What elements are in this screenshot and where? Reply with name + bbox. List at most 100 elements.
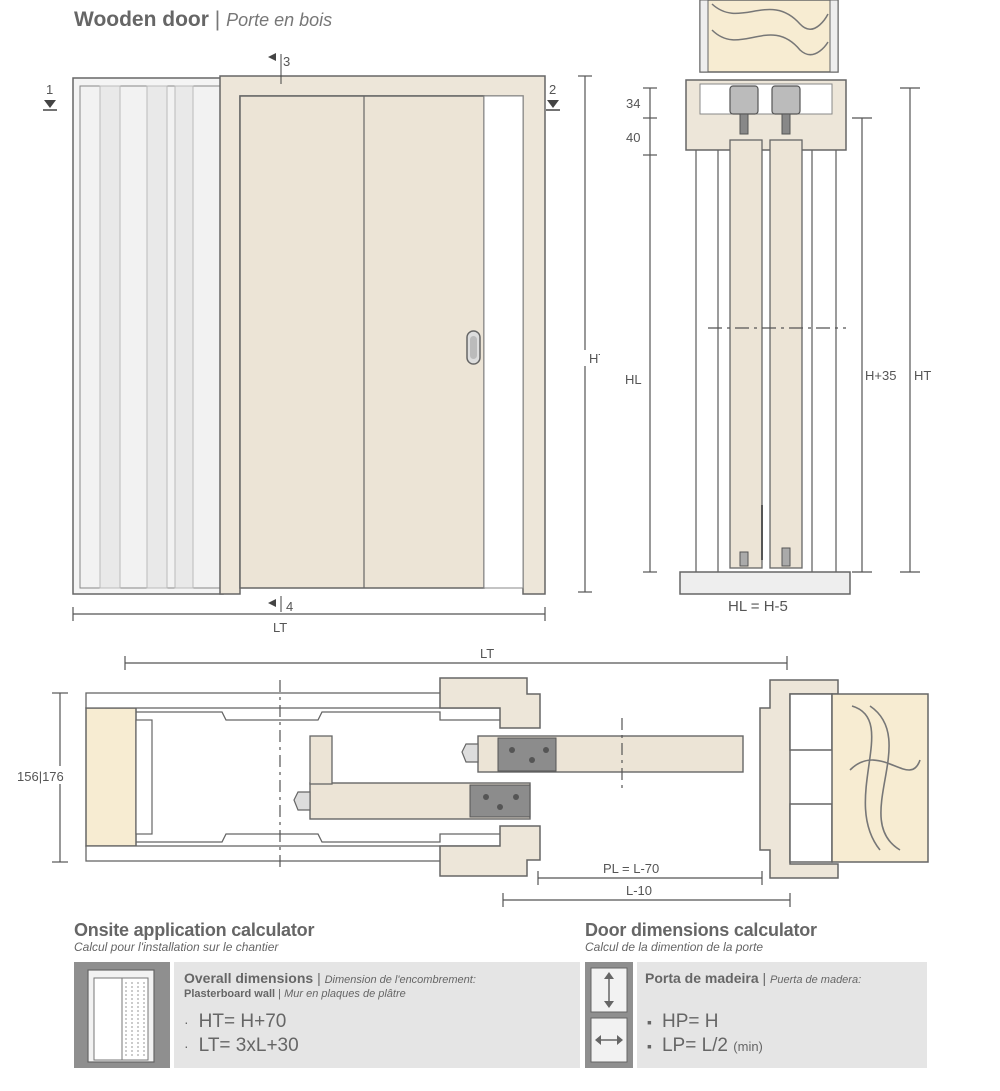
onsite-box-subtitle: Plasterboard wall | Mur en plaques de pl…: [184, 988, 406, 1000]
plan-left-post: [135, 719, 153, 835]
front-ht-label: HT: [589, 351, 600, 366]
screw-4: [483, 794, 489, 800]
side-h35-label: H+35: [865, 368, 896, 383]
screw-5: [497, 804, 503, 810]
onsite-heading: Onsite application calculator: [74, 920, 315, 940]
front-lt-label: LT: [273, 620, 287, 635]
onsite-formula-2: LT= 3xL+30: [198, 1035, 299, 1056]
door-formula-list: ▪ HP= H ▪ LP= L/2 (min): [647, 1010, 763, 1059]
dim-34-label: 34: [626, 96, 640, 111]
pocket-door-icon: [87, 969, 155, 1063]
bullet: ▪: [647, 1038, 652, 1054]
plan-left-wall-end: [85, 707, 137, 847]
plan-thickness-label: 156|176: [17, 769, 64, 784]
onsite-box-title: Overall dimensions | Dimension de l'enco…: [184, 970, 476, 986]
bullet: ·: [184, 1038, 189, 1054]
plan-stop-block: [309, 735, 333, 785]
roller-right-stem: [781, 113, 791, 135]
roller-left: [729, 85, 759, 115]
upper-wall-cap-right: [829, 0, 839, 73]
plan-right-wall: [831, 693, 929, 863]
bumper-upper: [461, 743, 479, 763]
ht-label-bg: [576, 350, 600, 366]
side-door-leaf-right: [769, 139, 803, 569]
screw-1: [509, 747, 515, 753]
side-ht-label: HT: [914, 368, 931, 383]
section-arrow-2: [547, 100, 559, 108]
plan-right-frame-bottom: [789, 803, 833, 863]
section-marker-3: 3: [283, 54, 290, 69]
pocket-stud-3: [174, 85, 194, 589]
header-track-inner: [699, 83, 833, 115]
plan-jamb-top: [439, 677, 541, 729]
onsite-formula-1: HT= H+70: [198, 1011, 287, 1032]
onsite-formula-box: Overall dimensions | Dimension de l'enco…: [174, 962, 580, 1068]
plan-top-stud-profile: [136, 711, 500, 721]
section-arrow-4: [268, 599, 276, 607]
page-title: Wooden door | Porte en bois: [74, 8, 332, 32]
onsite-box-title-main: Overall dimensions: [184, 970, 314, 986]
side-door-leaf-left: [729, 139, 763, 569]
plan-pl-label: PL = L-70: [603, 861, 659, 876]
door-calculator-heading: Door dimensions calculator Calcul de la …: [585, 920, 985, 954]
plan-right-frame-top: [789, 693, 833, 751]
floor-guide-foot-left: [739, 551, 749, 567]
onsite-box-sub-sep: |: [278, 988, 282, 1000]
section-arrow-1: [44, 100, 56, 108]
door-box-sep: |: [762, 970, 767, 986]
plan-section-diagram: LT 156|176 PL = L-70 L-10: [16, 646, 929, 907]
door-formula-1: HP= H: [661, 1011, 719, 1032]
door-formula-1-row: ▪ HP= H: [647, 1010, 763, 1034]
roller-right: [771, 85, 801, 115]
onsite-calculator-heading: Onsite application calculator Calcul pou…: [74, 920, 574, 954]
plan-bottom-stud-profile: [136, 833, 500, 843]
door-box-title-main: Porta de madeira: [645, 970, 759, 986]
hl-label-bg: [623, 370, 647, 386]
roller-left-stem: [739, 113, 749, 135]
thickness-label-bg: [16, 766, 86, 784]
door-heading: Door dimensions calculator: [585, 920, 817, 940]
door-leaf: [239, 95, 485, 589]
insulation-pattern-right: [849, 705, 921, 851]
door-box-title: Porta de madeira | Puerta de madera:: [645, 970, 861, 986]
door-subheading: Calcul de la dimention de la porte: [585, 940, 764, 954]
door-formula-2-row: ▪ LP= L/2 (min): [647, 1034, 763, 1059]
pocket-stud-2: [146, 85, 168, 589]
section-marker-1: 1: [46, 82, 53, 97]
onsite-box-sep: |: [317, 970, 321, 986]
insulation-pattern-top: [711, 3, 829, 56]
onsite-box-sub-alt: Mur en plaques de plâtre: [284, 988, 406, 1000]
screw-2: [529, 757, 535, 763]
door-formula-2-note: (min): [733, 1039, 763, 1054]
door-icon-panel: [585, 962, 633, 1068]
bumper-lower: [293, 791, 311, 811]
plan-jamb-bottom: [439, 825, 541, 877]
screw-3: [543, 747, 549, 753]
screw-6: [513, 794, 519, 800]
hardware-plate-lower: [469, 784, 531, 818]
section-arrow-3: [268, 53, 276, 61]
door-handle-inner: [470, 336, 477, 359]
dimension-arrows-icon: [590, 967, 628, 1063]
pocket-stud-1: [99, 85, 121, 589]
floor-guide-foot-right: [781, 547, 791, 567]
onsite-formula-list: ·HT= H+70 · LT= 3xL+30: [184, 1010, 299, 1058]
title-separator: |: [214, 8, 221, 31]
side-caption: HL = H-5: [728, 598, 788, 615]
floor-block: [679, 571, 851, 595]
door-formula-box: Porta de madeira | Puerta de madera: ▪ HP…: [637, 962, 927, 1068]
onsite-icon-panel: [74, 962, 170, 1068]
dim-40-label: 40: [626, 130, 640, 145]
side-section-diagram: 34 40 HL H+35 HT HL = H-5: [623, 0, 931, 615]
door-formula-2: LP= L/2: [661, 1035, 728, 1056]
onsite-subheading: Calcul pour l'installation sur le chanti…: [74, 940, 279, 954]
onsite-formula-1-row: ·HT= H+70: [184, 1010, 299, 1034]
title-subtitle: Porte en bois: [226, 10, 333, 30]
plan-l10-label: L-10: [626, 883, 652, 898]
front-elevation-diagram: 1 2 3 4 HT LT: [43, 53, 600, 635]
title-main: Wooden door: [74, 8, 209, 31]
bullet: ▪: [647, 1014, 652, 1030]
plan-lt-label: LT: [480, 646, 494, 661]
section-marker-4: 4: [286, 599, 293, 614]
onsite-box-sub-bold: Plasterboard wall: [184, 988, 276, 1000]
